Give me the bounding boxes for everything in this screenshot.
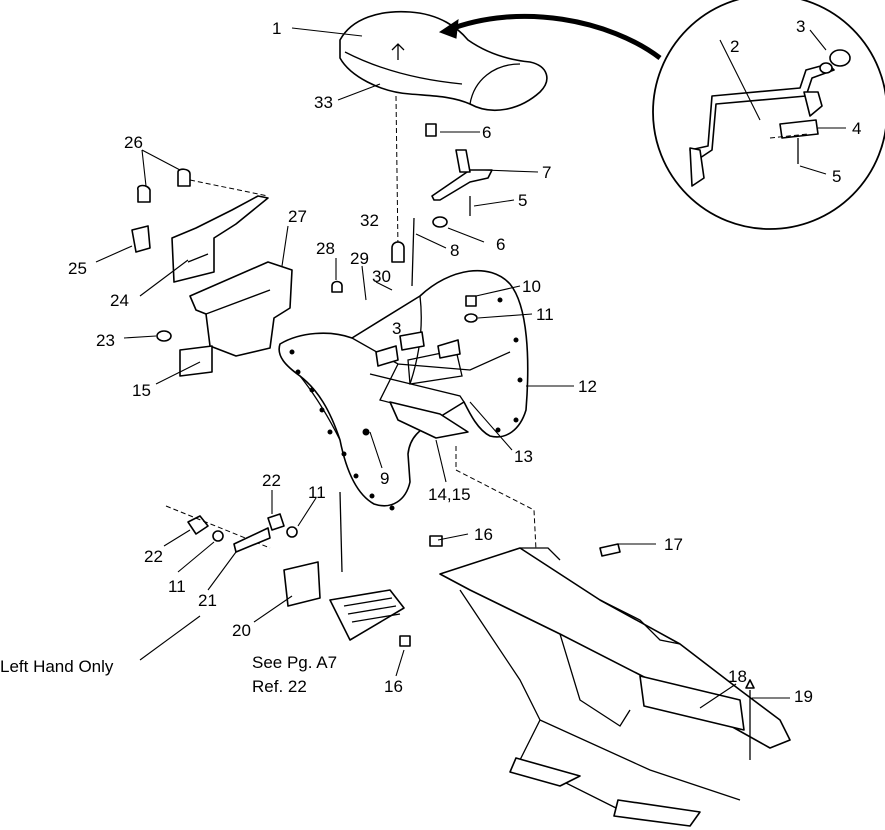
vehicle-frame <box>439 446 791 827</box>
callout-16-upper: 16 <box>474 525 493 544</box>
callout-22-right: 22 <box>262 471 281 490</box>
callout-4: 4 <box>852 119 861 138</box>
callout-29: 29 <box>350 249 369 268</box>
callout-32: 32 <box>360 211 379 230</box>
callout-11-lower-right: 11 <box>308 483 326 502</box>
detail-arrowhead <box>438 18 459 39</box>
callout-17: 17 <box>664 535 683 554</box>
callout-2: 2 <box>730 37 739 56</box>
note-reference: Ref. 22 <box>252 677 307 696</box>
callout-23: 23 <box>96 331 115 350</box>
callout-26: 26 <box>124 133 143 152</box>
note-see-page: See Pg. A7 <box>252 653 337 672</box>
callout-27: 27 <box>288 207 307 226</box>
callout-labels: 1 33 6 7 5 6 8 32 10 11 12 13 14,15 9 3 … <box>68 17 861 706</box>
callout-9: 9 <box>380 469 389 488</box>
callout-5-inset: 5 <box>832 167 841 186</box>
seat-latch-hardware <box>391 95 493 287</box>
callout-3-inset: 3 <box>796 17 805 36</box>
callout-19: 19 <box>794 687 813 706</box>
callout-12: 12 <box>578 377 597 396</box>
callout-6-lower: 6 <box>496 235 505 254</box>
callout-20: 20 <box>232 621 251 640</box>
callout-18: 18 <box>728 667 747 686</box>
callout-7: 7 <box>542 163 551 182</box>
callout-15: 15 <box>132 381 151 400</box>
callout-25: 25 <box>68 259 87 278</box>
detail-arrow <box>447 13 662 60</box>
notes: Left Hand Only See Pg. A7 Ref. 22 <box>0 653 337 696</box>
callout-3-fender: 3 <box>392 319 401 338</box>
callout-1: 1 <box>272 19 281 38</box>
callout-30: 30 <box>372 267 391 286</box>
callout-33: 33 <box>314 93 333 112</box>
callout-21: 21 <box>198 591 217 610</box>
callout-10: 10 <box>522 277 541 296</box>
rear-fender <box>278 269 529 511</box>
callout-24: 24 <box>110 291 129 310</box>
seat-latch-detail-inset <box>652 0 885 230</box>
mounting-hardware <box>165 491 443 647</box>
tool-box-assembly <box>131 168 293 377</box>
callout-8: 8 <box>450 241 459 260</box>
callout-13: 13 <box>514 447 533 466</box>
callout-11-lower-left: 11 <box>168 577 186 596</box>
callout-14-15: 14,15 <box>428 485 471 504</box>
callout-5-main: 5 <box>518 191 527 210</box>
leader-lines <box>95 27 846 709</box>
callout-28: 28 <box>316 239 335 258</box>
callout-16-lower: 16 <box>384 677 403 696</box>
callout-11-right: 11 <box>536 305 554 324</box>
callout-6-upper: 6 <box>482 123 491 142</box>
note-left-hand-only: Left Hand Only <box>0 657 114 676</box>
seat <box>339 10 548 112</box>
callout-22-left: 22 <box>144 547 163 566</box>
